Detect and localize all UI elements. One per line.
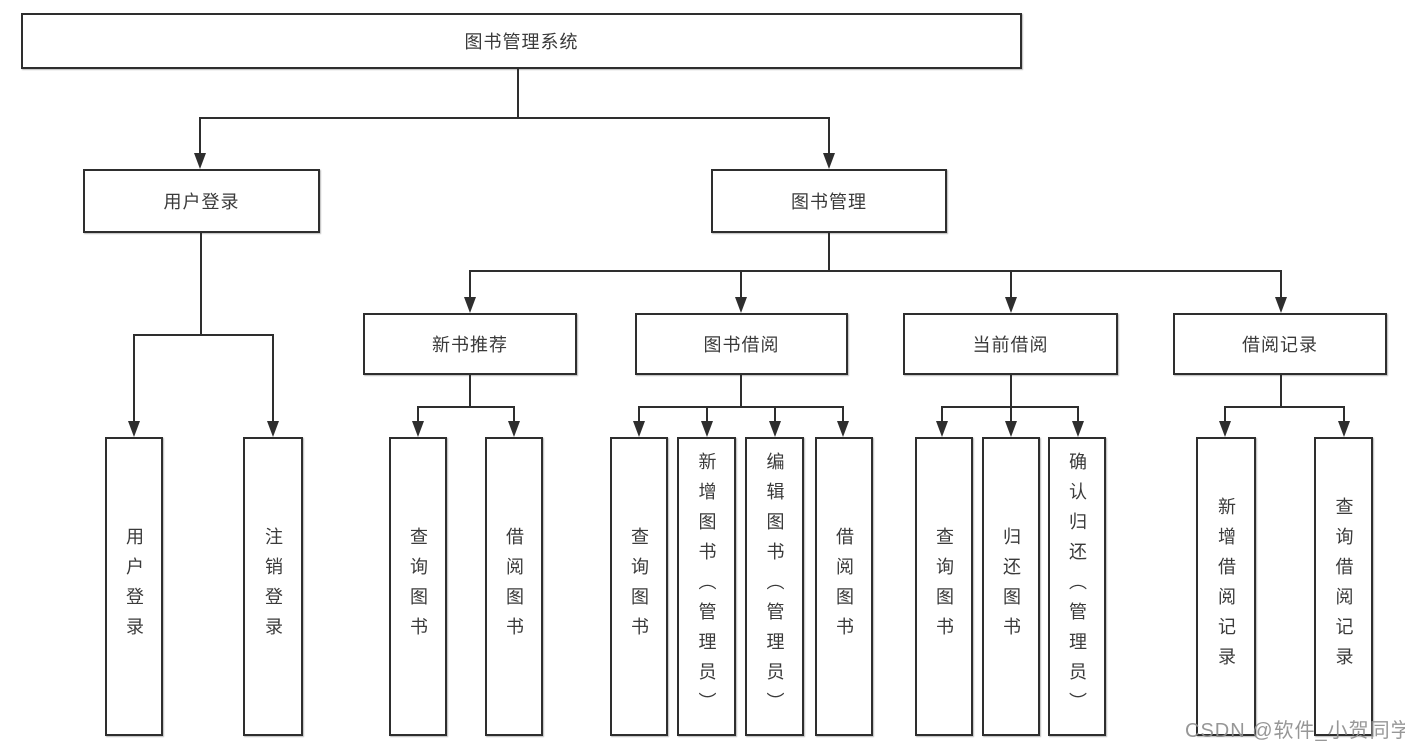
connector-line [133,334,274,336]
arrow-down-icon [464,297,476,313]
node-new-book-recommend: 新书推荐 [363,313,577,375]
leaf-query-books-recommend: 查询图书 [389,437,447,736]
arrow-down-icon [1219,421,1231,437]
connector-line [199,117,201,157]
arrow-down-icon [823,153,835,169]
connector-line [469,375,471,408]
arrow-down-icon [837,421,849,437]
connector-line [941,406,943,424]
arrow-down-icon [128,421,140,437]
arrow-down-icon [1005,297,1017,313]
node-book-management: 图书管理 [711,169,947,233]
connector-line [1343,406,1345,424]
connector-line [469,270,1282,272]
node-book-borrowing: 图书借阅 [635,313,848,375]
connector-line [638,406,844,408]
connector-line [774,406,776,424]
leaf-query-books-current: 查询图书 [915,437,973,736]
node-library-system: 图书管理系统 [21,13,1022,69]
connector-line [513,406,515,424]
connector-line [1224,406,1226,424]
connector-line [1010,406,1012,424]
connector-line [1077,406,1079,424]
arrow-down-icon [936,421,948,437]
connector-line [828,117,830,157]
connector-line [740,375,742,408]
connector-line [1010,375,1012,408]
connector-line [417,406,515,408]
arrow-down-icon [1275,297,1287,313]
leaf-logout: 注销登录 [243,437,303,736]
node-current-borrowing: 当前借阅 [903,313,1118,375]
connector-line [1224,406,1344,408]
leaf-query-books-borrowing: 查询图书 [610,437,668,736]
node-user-login: 用户登录 [83,169,320,233]
connector-line [133,334,135,425]
arrow-down-icon [194,153,206,169]
arrow-down-icon [633,421,645,437]
leaf-add-books-admin: 新增图书（管理员） [677,437,736,736]
connector-line [517,67,519,119]
connector-line [1280,375,1282,408]
connector-line [417,406,419,424]
arrow-down-icon [508,421,520,437]
arrow-down-icon [267,421,279,437]
connector-line [1010,270,1012,300]
leaf-borrow-books-recommend: 借阅图书 [485,437,543,736]
connector-line [638,406,640,424]
watermark: CSDN @软件_小贺同学 [1185,720,1405,742]
connector-line [828,233,830,272]
connector-line [1280,270,1282,300]
arrow-down-icon [1072,421,1084,437]
leaf-edit-books-admin: 编辑图书（管理员） [745,437,804,736]
connector-line [842,406,844,424]
leaf-user-login: 用户登录 [105,437,163,736]
leaf-confirm-return-admin: 确认归还（管理员） [1048,437,1106,736]
connector-line [740,270,742,300]
connector-line [706,406,708,424]
arrow-down-icon [1005,421,1017,437]
node-borrowing-records: 借阅记录 [1173,313,1387,375]
leaf-query-borrow-record: 查询借阅记录 [1314,437,1373,736]
leaf-return-books: 归还图书 [982,437,1040,736]
connector-line [200,233,202,336]
leaf-borrow-books-borrowing: 借阅图书 [815,437,873,736]
arrow-down-icon [735,297,747,313]
arrow-down-icon [769,421,781,437]
connector-line [272,334,274,425]
connector-line [199,117,830,119]
arrow-down-icon [701,421,713,437]
leaf-add-borrow-record: 新增借阅记录 [1196,437,1256,736]
connector-line [469,270,471,300]
arrow-down-icon [412,421,424,437]
arrow-down-icon [1338,421,1350,437]
